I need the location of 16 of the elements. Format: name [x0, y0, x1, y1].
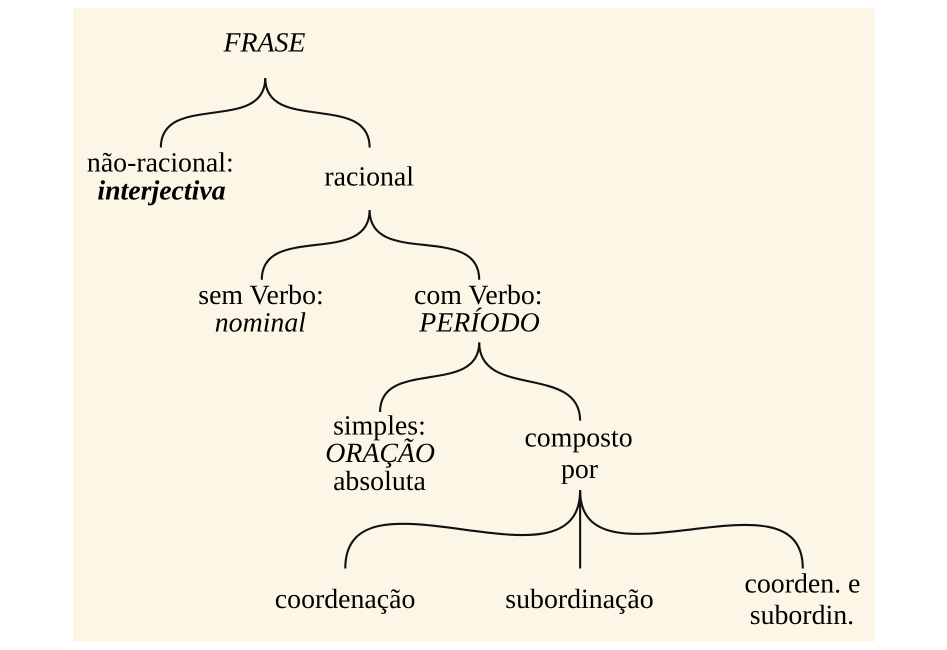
node-text: racional: [324, 161, 414, 192]
node-text: FRASE: [222, 28, 305, 59]
node-text: simples: ORAÇÃO absoluta: [324, 410, 435, 497]
node-text: com Verbo: PERÍODO: [413, 280, 542, 339]
connector: [159, 78, 266, 148]
node-text: subordinação: [504, 584, 654, 616]
connector: [578, 490, 804, 569]
connector: [378, 342, 480, 412]
connector: [368, 210, 480, 280]
node-text: coorden. e subordin.: [744, 568, 860, 631]
connector: [478, 342, 581, 421]
node-text: sem Verbo: nominal: [198, 280, 324, 339]
connector: [264, 78, 370, 148]
node-text: coordenação: [274, 584, 415, 616]
node-text: composto por: [524, 422, 632, 485]
node-text: não-racional: interjectiva: [86, 148, 234, 206]
